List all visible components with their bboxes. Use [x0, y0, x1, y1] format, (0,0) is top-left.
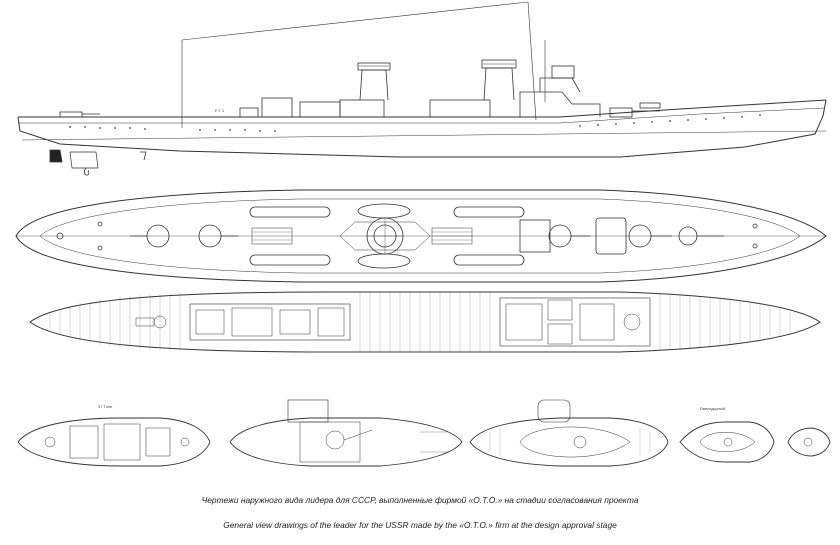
lower-deck-plan: [29, 291, 821, 353]
caption-russian: Чертежи наружного вида лидера для СССР, …: [201, 495, 639, 505]
platform-plan-3: [469, 399, 669, 467]
platform-plan-4: [679, 421, 775, 463]
platform-plan-2: [229, 399, 463, 467]
caption-english: General view drawings of the leader for …: [223, 520, 617, 530]
platform-4-label: Dвенадцатый: [700, 406, 726, 411]
platform-plan-1: [17, 417, 211, 467]
upper-deck-plan: [15, 189, 827, 283]
svg-text:F 7 1: F 7 1: [215, 108, 225, 113]
platform-1-label: 37 Tunk: [98, 404, 113, 409]
side-elevation: F 7 1: [17, 1, 827, 176]
platform-plan-5: [787, 427, 831, 457]
